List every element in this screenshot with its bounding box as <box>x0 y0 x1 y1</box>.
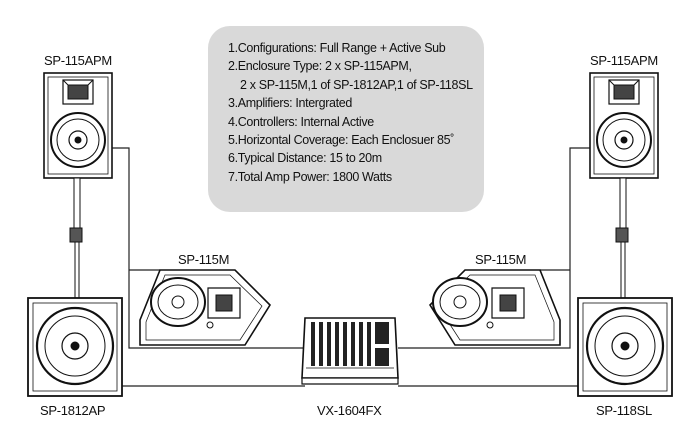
speaker-top-right <box>589 72 659 179</box>
label-right-monitor: SP-115M <box>475 252 527 267</box>
label-top-right-speaker: SP-115APM <box>590 53 658 68</box>
subwoofer-left <box>27 297 123 397</box>
spec-typical-distance: 6.Typical Distance: 15 to 20m <box>228 151 382 166</box>
label-right-sub: SP-118SL <box>596 403 652 418</box>
spec-enclosure-type: 2.Enclosure Type: 2 x SP-115APM, <box>228 59 412 74</box>
subwoofer-right <box>577 297 673 397</box>
label-mixer: VX-1604FX <box>317 403 382 418</box>
mixer <box>301 317 399 385</box>
spec-enclosure-type-detail: 2 x SP-115M,1 of SP-1812AP,1 of SP-118SL <box>240 77 473 92</box>
monitor-left <box>139 269 272 346</box>
cable-top-left <box>112 147 305 349</box>
label-left-sub: SP-1812AP <box>40 403 106 418</box>
pole-left <box>69 177 83 299</box>
monitor-right <box>428 269 561 346</box>
spec-horizontal-coverage: 5.Horizontal Coverage: Each Enclosuer 85… <box>228 133 455 148</box>
label-top-left-speaker: SP-115APM <box>44 53 112 68</box>
spec-controllers: 4.Controllers: Internal Active <box>228 114 374 129</box>
speaker-top-left <box>43 72 113 179</box>
cable-top-right <box>398 147 590 349</box>
spec-configurations: 1.Configurations: Full Range + Active Su… <box>228 41 446 55</box>
label-left-monitor: SP-115M <box>178 252 230 267</box>
spec-total-amp-power: 7.Total Amp Power: 1800 Watts <box>228 169 392 184</box>
spec-amplifiers: 3.Amplifiers: Intergrated <box>228 96 352 111</box>
spec-list: 1.Configurations: Full Range + Active Su… <box>228 39 473 186</box>
pole-right <box>615 177 629 299</box>
spec-callout: 1.Configurations: Full Range + Active Su… <box>208 26 484 212</box>
